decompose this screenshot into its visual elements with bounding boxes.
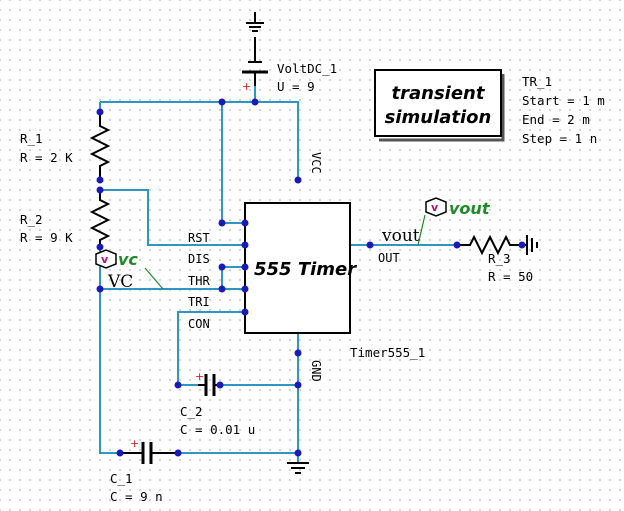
con-wire[interactable]	[177, 311, 245, 386]
pin-out-label: OUT	[378, 251, 400, 265]
probe-vc-icon	[95, 249, 117, 269]
voltdc-name: VoltDC_1	[277, 61, 337, 76]
wire-label-vc: VC	[107, 272, 133, 292]
capacitor-c1[interactable]: +	[120, 437, 178, 464]
r3-value: R = 50	[488, 269, 533, 284]
capacitor-c2[interactable]: +	[195, 370, 220, 396]
c2-plus-mark: +	[195, 370, 204, 383]
pin-dis-label: DIS	[188, 252, 210, 266]
pin-rst-label: RST	[188, 231, 210, 245]
timer-instance-name: Timer555_1	[350, 345, 425, 360]
timer-title: 555 Timer	[254, 259, 357, 280]
pin-con-label: CON	[188, 317, 210, 331]
r1-name: R_1	[20, 131, 43, 146]
resistor-r2[interactable]	[89, 190, 111, 247]
r3-name: R_3	[488, 251, 511, 266]
pin-gnd-label: GND	[309, 360, 323, 382]
svg-text:v: v	[101, 253, 109, 266]
resistor-r1[interactable]	[89, 112, 111, 180]
r2-value: R = 9 K	[20, 230, 73, 245]
ground-symbol-bottom[interactable]	[287, 462, 309, 474]
simulation-title-line1: transient	[392, 83, 486, 104]
probe-vout-label: vout	[449, 199, 491, 218]
probe-vc-label: vc	[118, 250, 138, 269]
simulation-name: TR_1	[522, 74, 552, 89]
c1-value: C = 9 n	[110, 489, 163, 504]
svg-text:v: v	[431, 201, 439, 214]
dis-wire[interactable]	[100, 189, 245, 246]
probe-vc[interactable]: v vc	[95, 249, 164, 290]
c2-name: C_2	[180, 404, 203, 419]
voltdc-plus-mark: +	[242, 80, 251, 93]
vcc-rail-wire[interactable]	[100, 101, 299, 180]
nodes	[96, 98, 526, 457]
transient-simulation-block[interactable]: transient simulation	[374, 69, 505, 142]
simulation-start: Start = 1 m	[522, 93, 605, 108]
wire-label-vout: vout	[381, 226, 420, 246]
left-wire[interactable]	[99, 265, 120, 454]
voltdc-value: U = 9	[277, 79, 315, 94]
simulation-title-line2: simulation	[385, 107, 492, 128]
c1-name: C_1	[110, 471, 133, 486]
c1-plus-mark: +	[130, 437, 139, 450]
simulation-step: Step = 1 n	[522, 131, 597, 146]
probe-vout-icon	[425, 197, 447, 217]
voltdc-source[interactable]: +	[242, 12, 268, 93]
r2-name: R_2	[20, 212, 43, 227]
wires	[99, 86, 457, 462]
resistor-r3[interactable]	[457, 234, 522, 256]
rst-wire[interactable]	[221, 102, 245, 224]
pin-thr-label: THR	[188, 274, 210, 288]
pin-vcc-label: VCC	[309, 152, 323, 174]
probe-vout[interactable]: v vout	[417, 197, 491, 246]
c2-value: C = 0.01 u	[180, 422, 255, 437]
pin-tri-label: TRI	[188, 295, 210, 309]
r1-value: R = 2 K	[20, 150, 73, 165]
simulation-end: End = 2 m	[522, 112, 590, 127]
